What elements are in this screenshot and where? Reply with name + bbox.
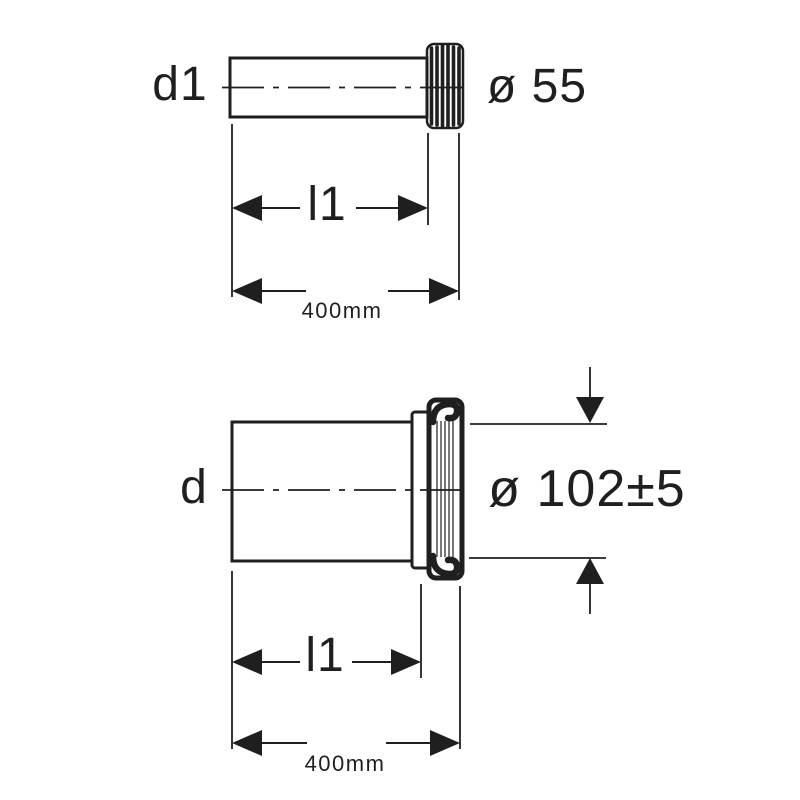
top-l1-dimension <box>232 195 428 221</box>
top-diameter-label: d1 <box>152 58 208 111</box>
bottom-overall-length-value: 400mm <box>304 751 386 776</box>
bottom-extension-lines <box>231 571 461 749</box>
top-extension-lines <box>231 124 460 300</box>
seal-top-lip <box>429 400 461 426</box>
bottom-view-drawing <box>222 367 607 756</box>
top-diameter-value: ø 55 <box>486 60 588 113</box>
top-thread <box>425 42 465 130</box>
bottom-l1-dimension <box>232 649 421 675</box>
bottom-diameter-label: d <box>180 461 208 514</box>
bottom-diameter-arrows <box>469 367 607 614</box>
bottom-pipe-body <box>230 420 414 563</box>
bottom-seal-gasket <box>426 397 465 581</box>
top-view-drawing <box>222 42 468 304</box>
top-overall-dimension <box>232 278 459 304</box>
top-overall-length-value: 400mm <box>301 298 383 323</box>
bottom-diameter-value: ø 102±5 <box>488 460 686 518</box>
bottom-overall-dimension <box>232 730 460 756</box>
top-length-label: l1 <box>307 178 347 231</box>
bottom-length-label: l1 <box>305 629 345 682</box>
seal-bottom-lip <box>429 552 461 578</box>
